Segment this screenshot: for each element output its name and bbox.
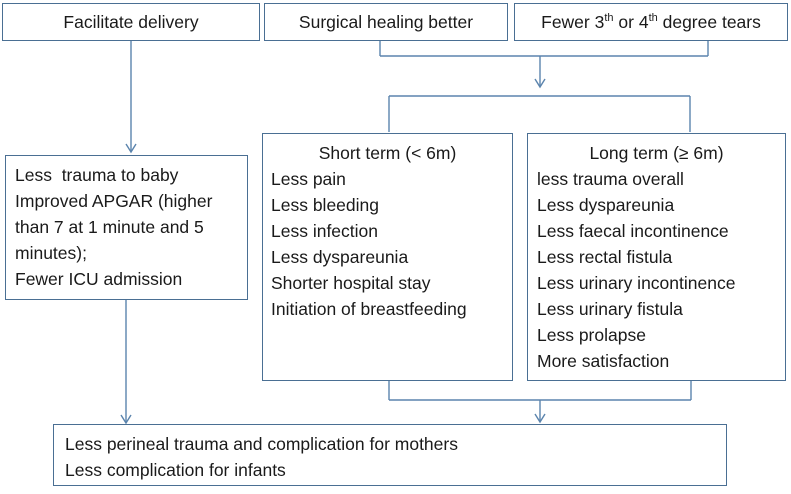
short-term-item: Initiation of breastfeeding: [271, 299, 467, 319]
long-term-item: Less urinary incontinence: [537, 273, 736, 293]
surgical-healing-label: Surgical healing better: [298, 12, 474, 32]
short-term-item: Less bleeding: [271, 195, 379, 215]
long-term-item: Less rectal fistula: [537, 247, 673, 267]
baby-outcome-line: than 7 at 1 minute and 5: [15, 217, 204, 237]
long-term-item: Less dyspareunia: [537, 195, 675, 215]
arrowhead-outcome-right: [534, 413, 546, 424]
final-outcome-line: Less complication for infants: [65, 460, 286, 480]
arrowhead-top: [534, 78, 546, 89]
long-term-box: Long term (≥ 6m) less trauma overall Les…: [527, 133, 786, 381]
baby-outcome-line: minutes);: [15, 243, 87, 263]
arrowhead-baby: [125, 143, 137, 154]
long-term-title: Long term (≥ 6m): [589, 143, 724, 163]
short-term-box: Short term (< 6m) Less pain Less bleedin…: [262, 133, 513, 381]
baby-outcome-line: Fewer ICU admission: [15, 269, 183, 289]
short-term-title: Short term (< 6m): [318, 143, 457, 163]
facilitate-delivery-box: Facilitate delivery: [2, 3, 260, 41]
short-term-item: Less dyspareunia: [271, 247, 409, 267]
final-outcome-box: Less perineal trauma and complication fo…: [53, 424, 727, 486]
short-term-item: Less pain: [271, 169, 346, 189]
long-term-item: Less faecal incontinence: [537, 221, 729, 241]
baby-outcome-line: Improved APGAR (higher: [15, 191, 213, 211]
final-outcome-line: Less perineal trauma and complication fo…: [65, 434, 458, 454]
long-term-item: Less prolapse: [537, 325, 646, 345]
fewer-tears-box: Fewer 3th or 4th degree tears: [514, 3, 788, 41]
fewer-tears-label: Fewer 3th or 4th degree tears: [541, 12, 761, 32]
arrowhead-outcome-left: [120, 414, 132, 425]
long-term-item: less trauma overall: [537, 169, 684, 189]
surgical-healing-box: Surgical healing better: [264, 3, 508, 41]
long-term-item: Less urinary fistula: [537, 299, 683, 319]
baby-outcome-line: Less trauma to baby: [15, 165, 179, 185]
short-term-item: Shorter hospital stay: [271, 273, 431, 293]
long-term-item: More satisfaction: [537, 351, 670, 371]
baby-outcomes-box: Less trauma to baby Improved APGAR (high…: [5, 155, 248, 300]
facilitate-delivery-label: Facilitate delivery: [63, 12, 199, 32]
short-term-item: Less infection: [271, 221, 379, 241]
